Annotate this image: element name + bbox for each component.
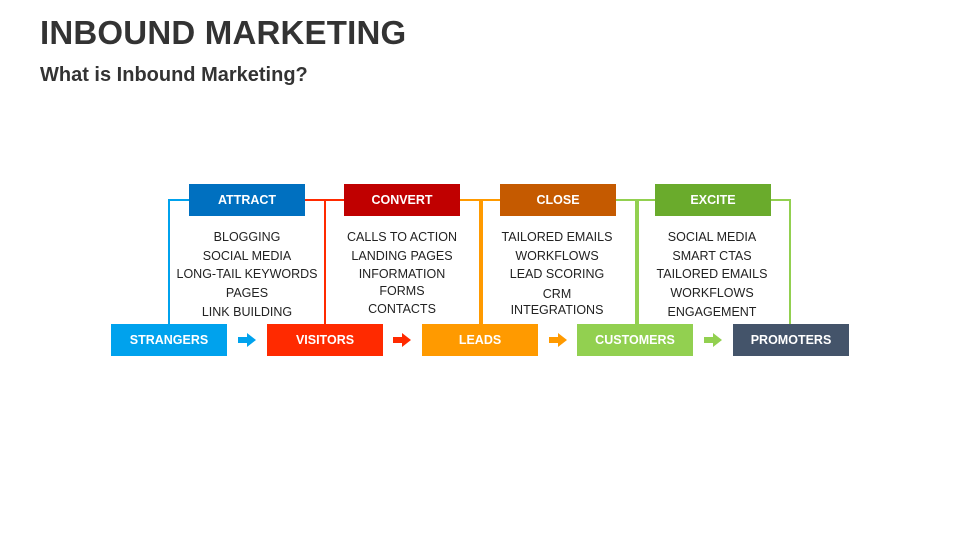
- list-item: SOCIAL MEDIA: [667, 230, 757, 244]
- list-item: PAGES: [225, 286, 269, 301]
- phase-convert-label: CONVERT: [371, 193, 433, 207]
- phase-convert-box: CONVERT: [344, 184, 460, 216]
- connector-excite-top-left: [637, 199, 656, 201]
- list-item: LEAD SCORING: [509, 267, 605, 282]
- connector-attract-top-right: [304, 199, 326, 201]
- list-item: WORKFLOWS: [670, 286, 754, 301]
- connector-close-left: [481, 199, 483, 324]
- list-item: CRM: [542, 287, 572, 302]
- connector-excite-top-right: [769, 199, 791, 201]
- connector-convert-top-right: [459, 199, 481, 201]
- phase-close-box: CLOSE: [500, 184, 616, 216]
- connector-convert-left: [324, 199, 326, 324]
- arrow-right-icon: [704, 333, 722, 347]
- stage-promoters-box: PROMOTERS: [733, 324, 849, 356]
- connector-convert-top-left: [324, 199, 345, 201]
- list-item: ENGAGEMENT: [667, 304, 757, 319]
- list-item: INFORMATION: [358, 267, 446, 282]
- stage-promoters-label: PROMOTERS: [750, 333, 832, 347]
- arrow-right-icon: [238, 333, 256, 347]
- arrow-shape: [704, 333, 722, 347]
- page-subtitle: What is Inbound Marketing?: [40, 64, 308, 86]
- phase-excite-label: EXCITE: [690, 193, 736, 207]
- connector-excite-right: [789, 199, 791, 324]
- list-item: BLOGGING: [213, 230, 281, 244]
- list-item: TAILORED EMAILS: [656, 267, 768, 282]
- phase-attract-items: BLOGGING SOCIAL MEDIA LONG-TAIL KEYWORDS…: [172, 228, 322, 322]
- list-item: FORMS: [379, 284, 425, 299]
- stage-leads-label: LEADS: [458, 333, 502, 347]
- connector-close-top-left: [481, 199, 501, 201]
- stage-visitors-box: VISITORS: [267, 324, 383, 356]
- arrow-shape: [238, 333, 256, 347]
- list-item: LONG-TAIL KEYWORDS: [176, 267, 318, 282]
- list-item: WORKFLOWS: [515, 248, 599, 263]
- connector-close-top-right: [615, 199, 637, 201]
- arrow-right-icon: [549, 333, 567, 347]
- list-item: SOCIAL MEDIA: [202, 248, 292, 263]
- arrow-shape: [549, 333, 567, 347]
- phase-convert-items: CALLS TO ACTION LANDING PAGES INFORMATIO…: [327, 228, 477, 319]
- stage-visitors-label: VISITORS: [295, 333, 355, 347]
- connector-attract-top-left: [168, 199, 190, 201]
- phase-excite-items: SOCIAL MEDIA SMART CTAS TAILORED EMAILS …: [637, 228, 787, 322]
- list-item: CALLS TO ACTION: [347, 230, 457, 244]
- connector-close-right: [635, 199, 637, 324]
- list-item: CONTACTS: [368, 301, 436, 316]
- phase-close-label: CLOSE: [536, 193, 580, 207]
- stage-customers-box: CUSTOMERS: [577, 324, 693, 356]
- arrow-right-icon: [393, 333, 411, 347]
- list-item: LANDING PAGES: [351, 248, 453, 263]
- list-item: SMART CTAS: [672, 248, 752, 263]
- stage-strangers-box: STRANGERS: [111, 324, 227, 356]
- phase-close-items: TAILORED EMAILS WORKFLOWS LEAD SCORING C…: [482, 228, 632, 320]
- phase-attract-label: ATTRACT: [217, 193, 277, 207]
- connector-convert-right: [479, 199, 481, 324]
- phase-attract-box: ATTRACT: [189, 184, 305, 216]
- stage-leads-box: LEADS: [422, 324, 538, 356]
- connector-excite-left: [637, 199, 639, 324]
- connector-attract-left: [168, 199, 170, 324]
- phase-excite-box: EXCITE: [655, 184, 771, 216]
- arrow-shape: [393, 333, 411, 347]
- page-title: INBOUND MARKETING: [40, 14, 407, 51]
- stage-strangers-label: STRANGERS: [129, 333, 209, 347]
- stage-customers-label: CUSTOMERS: [595, 333, 675, 347]
- list-item: INTEGRATIONS: [510, 302, 604, 317]
- list-item: TAILORED EMAILS: [501, 230, 613, 244]
- list-item: LINK BUILDING: [201, 304, 293, 319]
